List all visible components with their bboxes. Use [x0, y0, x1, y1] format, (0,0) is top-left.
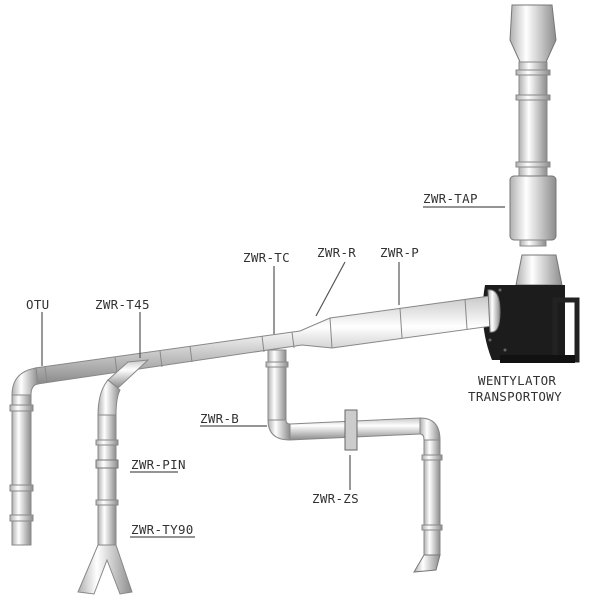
zwr-pin-fitting — [95, 459, 119, 469]
label-zwr-ty90: ZWR-TY90 — [131, 522, 194, 537]
leader-lines — [41, 206, 505, 538]
label-transportowy: TRANSPORTOWY — [468, 389, 562, 404]
label-otu: OTU — [26, 297, 49, 312]
zwr-zs-damper — [344, 409, 358, 451]
zwr-ty90-fitting — [77, 544, 133, 595]
label-zwr-p: ZWR-P — [380, 245, 419, 260]
label-zwr-tc: ZWR-TC — [243, 250, 290, 265]
transport-fan — [482, 254, 580, 363]
label-zwr-t45: ZWR-T45 — [95, 297, 150, 312]
t45-branch — [77, 359, 150, 595]
label-wentylator: WENTYLATOR — [478, 373, 556, 388]
label-zwr-tap: ZWR-TAP — [423, 191, 478, 206]
exhaust-stack — [509, 4, 557, 247]
zwr-tap-silencer — [509, 175, 557, 241]
label-zwr-r: ZWR-R — [317, 245, 356, 260]
tc-branch — [265, 349, 443, 573]
label-zwr-pin: ZWR-PIN — [131, 457, 186, 472]
otu-drop — [9, 367, 39, 546]
label-zwr-zs: ZWR-ZS — [312, 491, 359, 506]
label-zwr-b: ZWR-B — [200, 411, 239, 426]
